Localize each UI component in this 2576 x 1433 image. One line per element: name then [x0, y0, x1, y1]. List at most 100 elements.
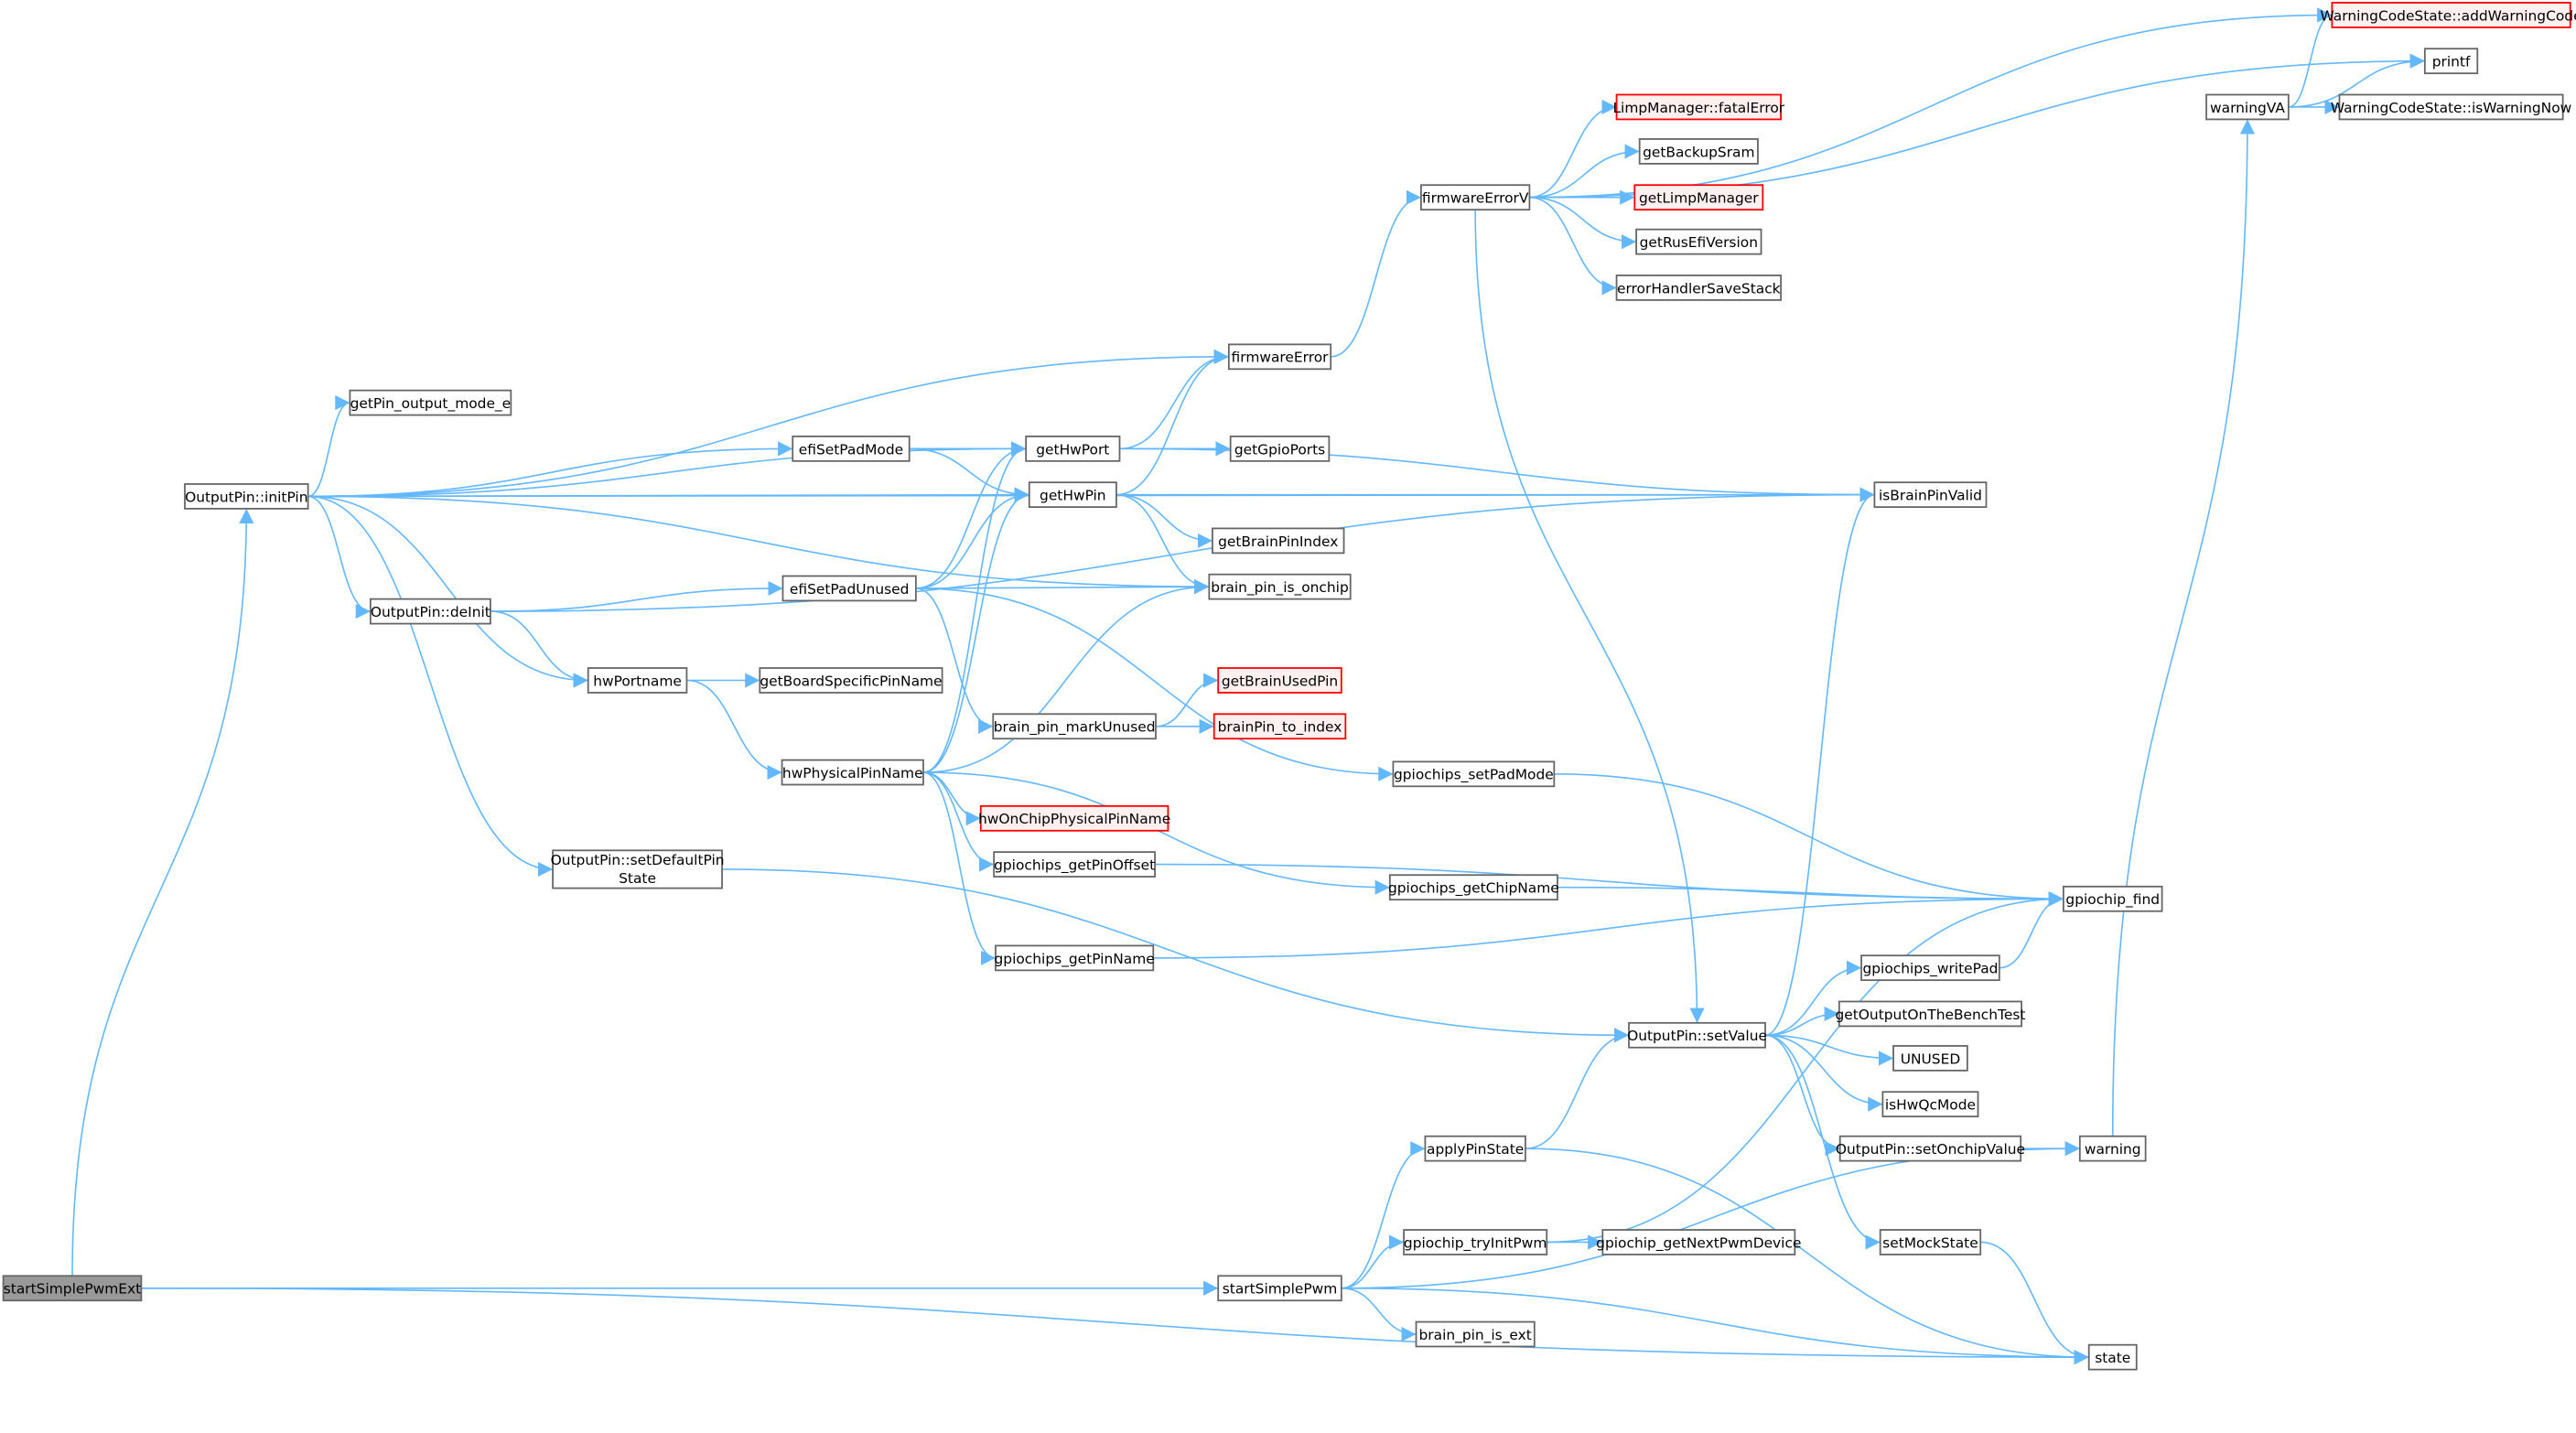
- node-brainPin_to_index[interactable]: brainPin_to_index: [1213, 713, 1347, 740]
- node-setMockState[interactable]: setMockState: [1879, 1229, 1982, 1255]
- node-gpiochips_writePad[interactable]: gpiochips_writePad: [1860, 954, 2000, 982]
- node-label: gpiochip_getNextPwmDevice: [1596, 1234, 1801, 1252]
- edge-setValue-to-UNUSED: [1765, 1034, 1894, 1066]
- node-gpiochips_getPinName[interactable]: gpiochips_getPinName: [995, 944, 1155, 972]
- node-label: isBrainPinValid: [1879, 488, 1982, 504]
- node-hwPortname[interactable]: hwPortname: [587, 667, 688, 694]
- node-box: [792, 436, 911, 462]
- node-addWarningCode[interactable]: WarningCodeState::addWarningCode: [2321, 2, 2576, 28]
- node-efiSetPadMode[interactable]: efiSetPadMode: [792, 436, 911, 462]
- node-efiSetPadUnused[interactable]: efiSetPadUnused: [781, 575, 917, 602]
- node-box: [1415, 1320, 1536, 1348]
- node-getBackupSram[interactable]: getBackupSram: [1638, 138, 1759, 165]
- node-fatalError[interactable]: LimpManager::fatalError: [1612, 93, 1785, 121]
- edge-applyPinState-to-setValue: [1525, 1028, 1630, 1149]
- node-box: [1615, 93, 1782, 121]
- edge-setValue-to-getOutputOnTheBenchTest: [1765, 1006, 1839, 1037]
- node-label: OutputPin::deInit: [371, 604, 490, 620]
- edge-setValue-to-isHwQcMode: [1765, 1034, 1883, 1112]
- node-label: warning: [2085, 1141, 2141, 1158]
- node-startSimplePwm[interactable]: startSimplePwm: [1217, 1275, 1342, 1302]
- edge-firmwareError-to-firmwareErrorV: [1331, 189, 1421, 358]
- edge-firmwareErrorV-to-errorHandlerSaveStack: [1529, 196, 1617, 296]
- edge-warningVA-to-printf: [2288, 53, 2425, 108]
- node-startSimplePwmExt[interactable]: startSimplePwmExt: [2, 1275, 143, 1302]
- edge-firmwareErrorV-to-getRusEfiVersion: [1529, 196, 1637, 250]
- node-label: warningVA: [2210, 100, 2285, 116]
- node-label: UNUSED: [1901, 1051, 1961, 1067]
- node-getLimpManager[interactable]: getLimpManager: [1633, 184, 1764, 211]
- node-printf[interactable]: printf: [2423, 48, 2479, 75]
- node-box: [1860, 954, 2000, 982]
- node-getGpioPorts[interactable]: getGpioPorts: [1229, 436, 1331, 462]
- node-brain_pin_is_onchip[interactable]: brain_pin_is_onchip: [1208, 573, 1352, 600]
- edge-efiSetPadUnused-to-brain_pin_is_onchip: [915, 579, 1210, 595]
- node-label: startSimplePwmExt: [4, 1281, 141, 1298]
- node-box: [2078, 1135, 2147, 1162]
- node-box: [184, 483, 309, 510]
- node-isWarningNow[interactable]: WarningCodeState::isWarningNow: [2331, 93, 2571, 121]
- node-initPin[interactable]: OutputPin::initPin: [184, 483, 309, 510]
- node-warningVA[interactable]: warningVA: [2205, 93, 2290, 121]
- node-deInit[interactable]: OutputPin::deInit: [369, 598, 491, 625]
- edge-getHwPin-to-getBrainPinIndex: [1116, 493, 1213, 548]
- node-applyPinState[interactable]: applyPinState: [1424, 1135, 1526, 1162]
- node-getBrainPinIndex[interactable]: getBrainPinIndex: [1212, 527, 1345, 555]
- node-getHwPort[interactable]: getHwPort: [1025, 436, 1121, 462]
- edge-gpiochips_getPinName-to-gpiochip_find: [1153, 891, 2064, 959]
- node-getHwPin[interactable]: getHwPin: [1028, 481, 1117, 508]
- node-label: brain_pin_markUnused: [994, 719, 1156, 737]
- edge-gpiochips_getPinOffset-to-gpiochip_find: [1155, 863, 2064, 907]
- edge-firmwareErrorV-to-printf: [1529, 53, 2425, 199]
- node-firmwareErrorV[interactable]: firmwareErrorV: [1420, 184, 1531, 211]
- edge-gpiochips_getChipName-to-gpiochip_find: [1557, 886, 2064, 907]
- node-firmwareError[interactable]: firmwareError: [1227, 343, 1332, 371]
- edge-efiSetPadUnused-to-getHwPin: [915, 487, 1029, 589]
- node-getBrainUsedPin[interactable]: getBrainUsedPin: [1217, 667, 1342, 694]
- node-hwOnChipPhysicalPinName[interactable]: hwOnChipPhysicalPinName: [978, 804, 1170, 832]
- node-gpiochip_tryInitPwm[interactable]: gpiochip_tryInitPwm: [1403, 1229, 1548, 1255]
- node-brain_pin_markUnused[interactable]: brain_pin_markUnused: [992, 713, 1157, 740]
- edge-applyPinState-to-state: [1525, 1147, 2089, 1365]
- edge-initPin-to-getPin_output_mode_e: [307, 395, 350, 498]
- node-gpiochips_getChipName[interactable]: gpiochips_getChipName: [1388, 874, 1559, 901]
- node-isHwQcMode[interactable]: isHwQcMode: [1881, 1091, 1979, 1118]
- node-getRusEfiVersion[interactable]: getRusEfiVersion: [1635, 228, 1762, 255]
- edge-gpiochips_writePad-to-gpiochip_find: [1999, 891, 2064, 969]
- edge-initPin-to-deInit: [307, 495, 371, 620]
- node-getBoardSpecificPinName[interactable]: getBoardSpecificPinName: [759, 667, 943, 694]
- node-box: [979, 804, 1169, 832]
- node-gpiochip_getNextPwmDevice[interactable]: gpiochip_getNextPwmDevice: [1596, 1229, 1801, 1255]
- node-isBrainPinValid[interactable]: isBrainPinValid: [1873, 481, 1988, 508]
- node-warning[interactable]: warning: [2078, 1135, 2147, 1162]
- node-setValue[interactable]: OutputPin::setValue: [1627, 1021, 1767, 1049]
- node-label: hwOnChipPhysicalPinName: [978, 811, 1170, 827]
- edge-getHwPort-to-firmwareError: [1119, 349, 1229, 450]
- node-getPin_output_mode_e[interactable]: getPin_output_mode_e: [349, 389, 512, 416]
- node-box: [1615, 275, 1782, 301]
- node-label: errorHandlerSaveStack: [1617, 280, 1781, 296]
- edge-hwPhysicalPinName-to-getHwPin: [922, 487, 1029, 773]
- node-label: hwPhysicalPinName: [782, 765, 923, 781]
- node-gpiochips_setPadMode[interactable]: gpiochips_setPadMode: [1392, 760, 1556, 788]
- node-errorHandlerSaveStack[interactable]: errorHandlerSaveStack: [1615, 275, 1782, 301]
- node-state[interactable]: state: [2087, 1343, 2138, 1371]
- node-label: applyPinState: [1427, 1141, 1524, 1158]
- node-label: getBrainUsedPin: [1222, 673, 1338, 689]
- edge-initPin-to-firmwareError: [307, 349, 1229, 498]
- node-box: [1879, 1229, 1982, 1255]
- node-getOutputOnTheBenchTest[interactable]: getOutputOnTheBenchTest: [1835, 1000, 2025, 1028]
- node-hwPhysicalPinName[interactable]: hwPhysicalPinName: [781, 759, 924, 786]
- edge-warning-to-warningVA: [2111, 119, 2256, 1137]
- node-label: getBrainPinIndex: [1218, 533, 1338, 550]
- node-label: firmwareErrorV: [1422, 190, 1529, 207]
- edge-efiSetPadUnused-to-brain_pin_markUnused: [915, 587, 994, 734]
- node-gpiochips_getPinOffset[interactable]: gpiochips_getPinOffset: [993, 851, 1156, 878]
- node-label: State: [619, 870, 656, 887]
- node-gpiochip_find[interactable]: gpiochip_find: [2062, 885, 2163, 912]
- node-brain_pin_is_ext[interactable]: brain_pin_is_ext: [1415, 1320, 1536, 1348]
- node-UNUSED[interactable]: UNUSED: [1892, 1045, 1968, 1072]
- node-setOnchipValue[interactable]: OutputPin::setOnchipValue: [1836, 1135, 2025, 1162]
